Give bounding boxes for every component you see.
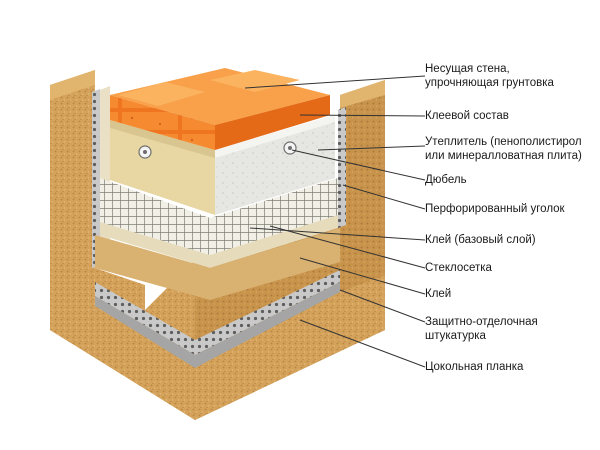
leader-load-bearing-wall — [244, 75, 426, 89]
label-insulation: Утеплитель (пенополистирол или минералло… — [425, 135, 582, 163]
label-text: упрочняющая грунтовка — [425, 77, 554, 89]
label-text: Клей — [425, 288, 452, 300]
label-plinth-strip: Цокольная планка — [425, 360, 523, 374]
plinth-strip — [95, 270, 340, 368]
bottom-plaster — [50, 275, 385, 420]
label-dowel: Дюбель — [425, 173, 467, 187]
leader-mesh — [269, 225, 426, 269]
label-text: Клеевой состав — [425, 110, 509, 122]
label-text: Защитно-отделочная — [425, 316, 538, 328]
label-text: Утеплитель (пенополистирол — [425, 136, 582, 148]
leader-perforated-corner — [342, 184, 426, 210]
leader-dowel — [291, 149, 426, 181]
label-base-adhesive: Клей (базовый слой) — [425, 233, 536, 247]
leader-finishing-plaster — [339, 289, 426, 323]
label-adhesive: Клеевой состав — [425, 109, 509, 123]
label-text: Клей (базовый слой) — [425, 234, 536, 246]
layer-cutaway — [92, 68, 346, 268]
label-text: Дюбель — [425, 174, 467, 186]
label-text: Перфорированный уголок — [425, 203, 565, 215]
dowel-right — [283, 141, 297, 155]
leader-insulation — [317, 145, 426, 151]
leader-adhesive — [299, 114, 426, 117]
leader-lines — [244, 75, 426, 368]
label-load-bearing-wall: Несущая стена, упрочняющая грунтовка — [425, 62, 554, 90]
dowel-left — [138, 145, 152, 159]
label-glue: Клей — [425, 287, 451, 301]
label-finishing-plaster: Защитно-отделочная штукатурка — [425, 315, 538, 343]
leader-glue — [299, 257, 426, 295]
leader-plinth-strip — [299, 319, 426, 368]
leader-base-adhesive — [249, 227, 426, 241]
label-text: или минералловатная плита) — [425, 150, 582, 162]
label-mesh: Стеклосетка — [425, 261, 492, 275]
label-text: штукатурка — [425, 330, 486, 342]
label-text: Стеклосетка — [425, 262, 492, 274]
label-text: Несущая стена, — [425, 63, 510, 75]
label-text: Цокольная планка — [425, 361, 524, 373]
inner-plaster-step — [95, 228, 340, 310]
label-perforated-corner: Перфорированный уголок — [425, 202, 565, 216]
